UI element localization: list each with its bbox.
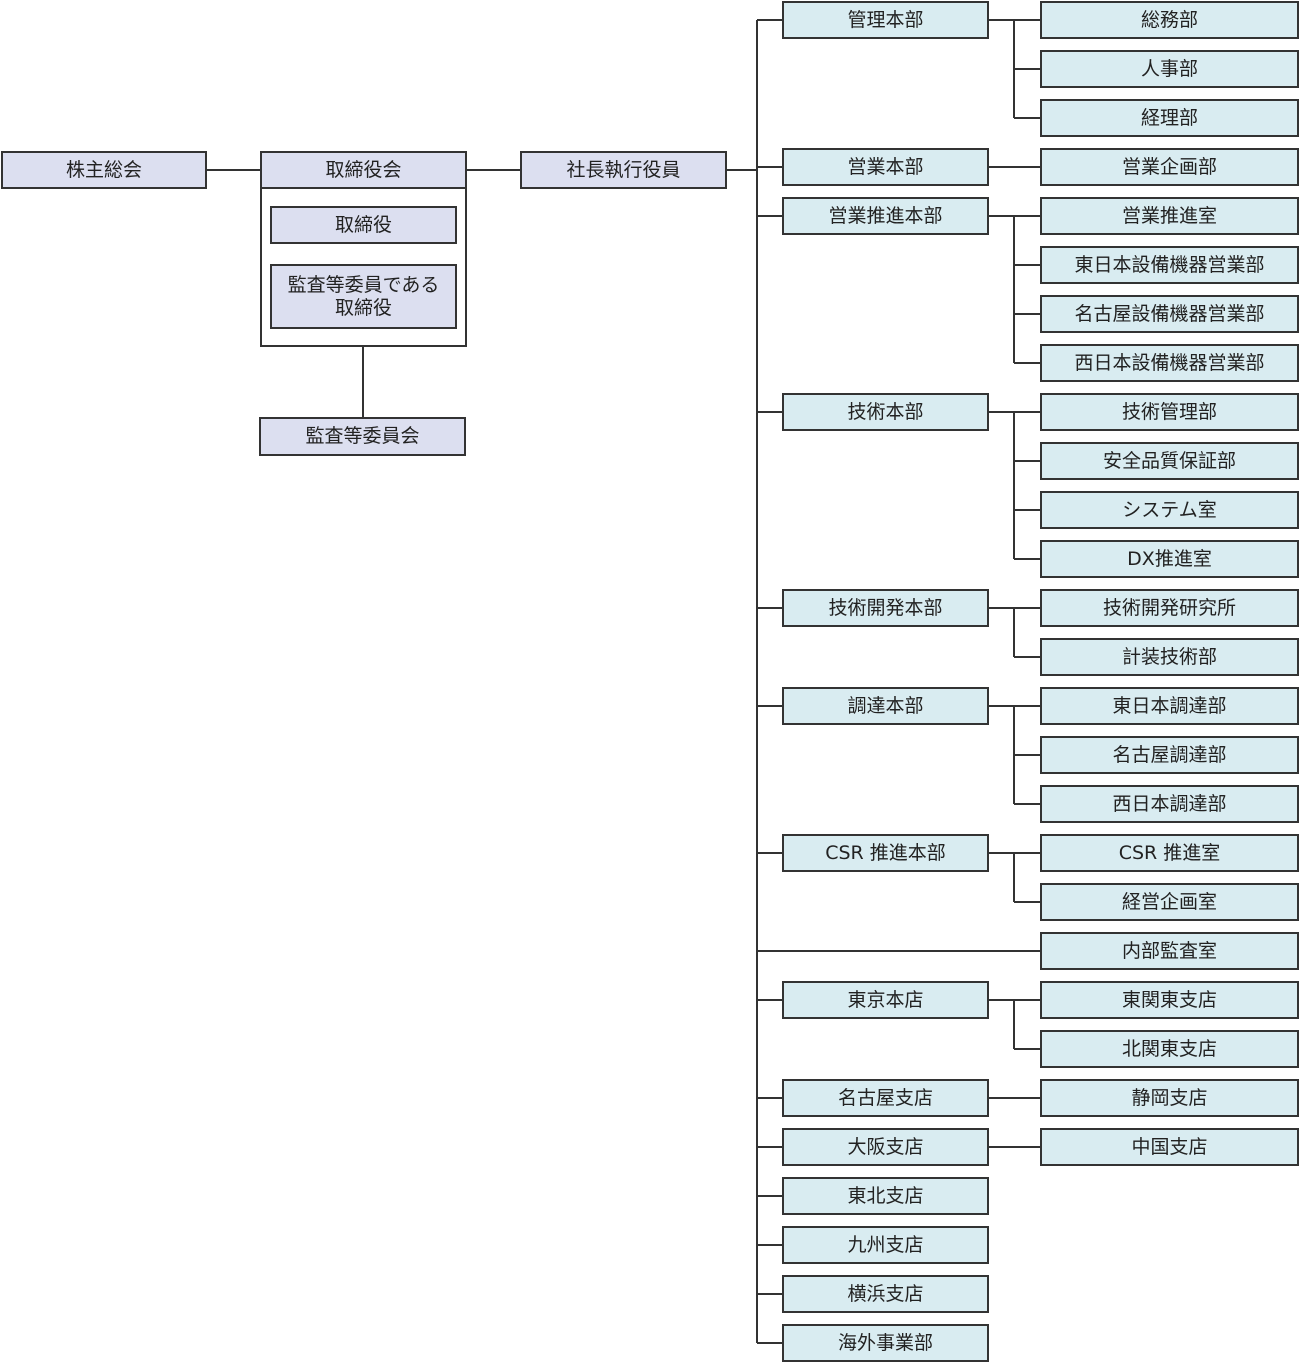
department-box: 西日本調達部 [1040,785,1299,823]
division-box-label: 九州支店 [847,1233,924,1256]
department-box: 計装技術部 [1040,638,1299,676]
department-box: 営業企画部 [1040,148,1299,186]
department-box-label: 東日本設備機器営業部 [1074,253,1265,276]
division-box: CSR 推進本部 [782,834,989,872]
division-box: 九州支店 [782,1226,989,1264]
department-box: 安全品質保証部 [1040,442,1299,480]
department-box-label: 北関東支店 [1121,1037,1217,1060]
division-box-label: 営業本部 [847,155,924,178]
board-of-directors-box: 取締役会 [260,151,467,189]
department-box: 東日本設備機器営業部 [1040,246,1299,284]
board-of-directors-label: 取締役会 [325,158,402,181]
division-box: 海外事業部 [782,1324,989,1362]
department-box-label: 名古屋設備機器営業部 [1074,302,1265,325]
division-box: 東京本店 [782,981,989,1019]
division-box-label: 横浜支店 [847,1282,924,1305]
division-box-label: 管理本部 [847,8,924,31]
department-box: システム室 [1040,491,1299,529]
department-box: 技術開発研究所 [1040,589,1299,627]
department-box: 名古屋調達部 [1040,736,1299,774]
department-box: 内部監査室 [1040,932,1299,970]
department-box: 名古屋設備機器営業部 [1040,295,1299,333]
department-box-label: 営業推進室 [1121,204,1217,227]
department-box-label: 西日本調達部 [1112,792,1227,815]
department-box: 西日本設備機器営業部 [1040,344,1299,382]
department-box-label: 静岡支店 [1131,1086,1208,1109]
division-box: 営業推進本部 [782,197,989,235]
department-box: 経理部 [1040,99,1299,137]
department-box-label: 総務部 [1140,8,1198,31]
department-box-label: 東日本調達部 [1112,694,1227,717]
president-label: 社長執行役員 [566,158,681,181]
department-box-label: 中国支店 [1131,1135,1208,1158]
division-box: 東北支店 [782,1177,989,1215]
department-box-label: CSR 推進室 [1118,841,1221,864]
division-box: 大阪支店 [782,1128,989,1166]
division-box: 営業本部 [782,148,989,186]
department-box: 総務部 [1040,1,1299,39]
division-box-label: 調達本部 [847,694,924,717]
audit-committee-directors-label: 監査等委員である 取締役 [287,273,440,319]
department-box-label: 名古屋調達部 [1112,743,1227,766]
department-box: 技術管理部 [1040,393,1299,431]
department-box: 北関東支店 [1040,1030,1299,1068]
division-box-label: 東京本店 [847,988,924,1011]
department-box-label: 営業企画部 [1121,155,1217,178]
department-box-label: 技術開発研究所 [1102,596,1236,619]
department-box-label: 安全品質保証部 [1102,449,1236,472]
directors-box: 取締役 [270,206,457,244]
department-box-label: 技術管理部 [1121,400,1217,423]
department-box: 中国支店 [1040,1128,1299,1166]
division-box: 技術開発本部 [782,589,989,627]
division-box-label: 名古屋支店 [837,1086,933,1109]
shareholders-meeting-box: 株主総会 [1,151,207,189]
division-box-label: 海外事業部 [837,1331,933,1354]
shareholders-meeting-label: 株主総会 [65,158,142,181]
department-box-label: 経営企画室 [1121,890,1217,913]
audit-committee-directors-box: 監査等委員である 取締役 [270,264,457,329]
department-box: 静岡支店 [1040,1079,1299,1117]
directors-label: 取締役 [334,213,392,236]
division-box-label: CSR 推進本部 [825,841,946,864]
department-box: DX推進室 [1040,540,1299,578]
department-box-label: 内部監査室 [1121,939,1217,962]
department-box-label: 西日本設備機器営業部 [1074,351,1265,374]
division-box: 調達本部 [782,687,989,725]
department-box-label: システム室 [1122,498,1217,521]
division-box-label: 大阪支店 [847,1135,924,1158]
division-box-label: 営業推進本部 [828,204,943,227]
department-box-label: 東関東支店 [1121,988,1217,1011]
department-box: 東日本調達部 [1040,687,1299,725]
department-box: CSR 推進室 [1040,834,1299,872]
department-box: 営業推進室 [1040,197,1299,235]
department-box-label: DX推進室 [1127,547,1212,570]
department-box: 東関東支店 [1040,981,1299,1019]
department-box: 経営企画室 [1040,883,1299,921]
division-box-label: 技術本部 [847,400,924,423]
department-box-label: 人事部 [1140,57,1198,80]
department-box-label: 計装技術部 [1121,645,1217,668]
president-box: 社長執行役員 [520,151,727,189]
division-box-label: 東北支店 [847,1184,924,1207]
department-box-label: 経理部 [1140,106,1198,129]
department-box: 人事部 [1040,50,1299,88]
audit-committee-box: 監査等委員会 [259,417,466,456]
division-box: 名古屋支店 [782,1079,989,1117]
division-box: 横浜支店 [782,1275,989,1313]
division-box: 管理本部 [782,1,989,39]
audit-committee-label: 監査等委員会 [305,425,420,448]
division-box: 技術本部 [782,393,989,431]
division-box-label: 技術開発本部 [828,596,943,619]
